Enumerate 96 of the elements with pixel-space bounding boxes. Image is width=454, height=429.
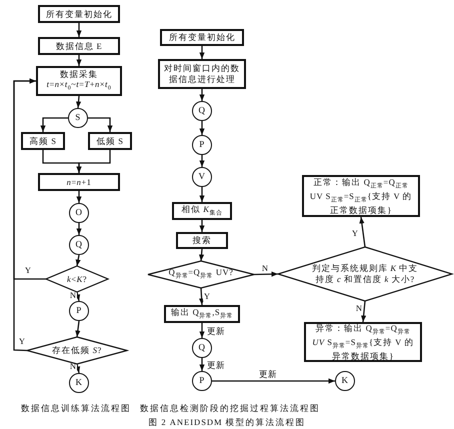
arrow bbox=[199, 89, 205, 101]
node-text: V bbox=[198, 171, 206, 183]
arrow bbox=[76, 254, 81, 266]
connector-circle bbox=[68, 108, 88, 128]
connector-circle bbox=[69, 373, 89, 393]
process-box bbox=[164, 305, 240, 323]
sub-caption: 数据信息检测阶段的挖掘过程算法流程图 bbox=[140, 403, 320, 415]
arrow bbox=[76, 150, 111, 173]
node-text: 低频 S bbox=[96, 136, 124, 146]
arrow bbox=[198, 248, 204, 262]
node-text: P bbox=[199, 375, 205, 387]
arrow bbox=[199, 358, 205, 371]
arrow bbox=[254, 272, 278, 277]
decision-diamond bbox=[278, 247, 452, 301]
node-text: 数据采集 bbox=[60, 68, 98, 80]
edge-label: N bbox=[68, 290, 78, 300]
connector-circle bbox=[192, 101, 212, 121]
node-text: 高频 S bbox=[30, 136, 56, 146]
arrow bbox=[76, 223, 82, 235]
connector-circle bbox=[335, 371, 355, 391]
node-text: P bbox=[199, 139, 205, 151]
edge-label: Y bbox=[350, 228, 360, 238]
process-box bbox=[176, 232, 228, 249]
arrow bbox=[199, 187, 205, 202]
connector-circle bbox=[69, 203, 89, 223]
node-text: 数据信息 E bbox=[56, 40, 102, 52]
process-box bbox=[38, 173, 120, 191]
arrow bbox=[199, 220, 205, 232]
edge-label: N bbox=[260, 264, 270, 272]
node-text: 搜索 bbox=[192, 235, 212, 246]
arrow bbox=[13, 78, 36, 352]
process-box bbox=[21, 132, 65, 150]
node-text: t=n×t$_{0}$~t=T+n×t$_{0}$ bbox=[46, 79, 112, 94]
figure-caption: 图 2 ANEIDSDM 模型的算法流程图 bbox=[148, 417, 306, 429]
node-text: 异常：输出 Q$_{异常}$=Q$_{异常}$ UV S$_{异常}$=S$_{异常}${支持 V 的异常数据项集} bbox=[311, 322, 415, 362]
process-box bbox=[38, 37, 120, 55]
edge-label: 更新 bbox=[206, 360, 226, 370]
node-text: 判定与系统规则库 K 中支持度 c 和置信度 k 大小? bbox=[311, 263, 419, 285]
node-text: K bbox=[76, 377, 82, 389]
arrow bbox=[361, 300, 366, 322]
connector-circle bbox=[192, 338, 212, 358]
process-box bbox=[160, 29, 244, 46]
arrow bbox=[199, 121, 205, 135]
edge-label: 更新 bbox=[206, 326, 226, 336]
decision-diamond bbox=[46, 266, 108, 292]
arrow bbox=[75, 320, 80, 338]
node-text: S bbox=[75, 112, 81, 124]
node-text: 对时间窗口内的数据信息进行处理 bbox=[163, 63, 241, 85]
connector-circle bbox=[192, 371, 212, 391]
node-text: n=n+1 bbox=[66, 176, 92, 188]
edge-label: 更新 bbox=[258, 370, 278, 378]
process-box bbox=[172, 202, 232, 220]
node-text: 正常：输出 Q$_{正常}$=Q$_{正常}$ UV S$_{正常}$=S$_{正常}${支持 V 的正常数据项集} bbox=[308, 176, 414, 216]
process-box bbox=[38, 5, 120, 23]
arrow bbox=[76, 55, 82, 66]
connector-circle bbox=[69, 301, 89, 321]
node-text: 所有变量初始化 bbox=[168, 32, 236, 43]
arrow bbox=[75, 292, 80, 302]
node-text: K bbox=[342, 375, 348, 387]
arrow bbox=[199, 288, 204, 306]
arrow bbox=[88, 117, 113, 132]
arrow bbox=[40, 117, 68, 132]
sub-caption: 数据信息训练算法流程图 bbox=[21, 403, 131, 415]
node-text: 相似 K$_{集合}$ bbox=[182, 204, 222, 218]
process-box bbox=[302, 175, 420, 217]
node-text: Q bbox=[198, 342, 206, 354]
node-text: P bbox=[76, 305, 82, 317]
node-text: Q$_{异常}$=Q$_{异常}$ UV? bbox=[168, 267, 234, 282]
decision-diamond bbox=[27, 337, 127, 364]
process-box bbox=[88, 132, 132, 150]
node-text: 存在低频 S? bbox=[52, 345, 102, 356]
connector-circle bbox=[192, 167, 212, 187]
arrow bbox=[76, 96, 82, 108]
arrow bbox=[199, 323, 205, 338]
edge-label: N bbox=[354, 304, 364, 312]
arrow bbox=[199, 46, 205, 59]
edge-label: Y bbox=[18, 336, 26, 346]
node-text: O bbox=[76, 207, 82, 219]
arrow bbox=[212, 378, 335, 384]
node-text: k<K? bbox=[66, 274, 88, 284]
arrow bbox=[359, 216, 366, 248]
process-box bbox=[158, 59, 246, 89]
process-box bbox=[36, 66, 122, 96]
node-text: Q bbox=[198, 105, 206, 117]
connector-circle bbox=[69, 235, 89, 255]
edge-label: Y bbox=[202, 292, 212, 300]
arrow bbox=[75, 364, 80, 374]
arrow bbox=[199, 155, 205, 167]
arrow bbox=[76, 23, 82, 37]
arrow bbox=[76, 191, 82, 203]
node-text: Q bbox=[76, 239, 82, 251]
decision-diamond bbox=[148, 261, 254, 288]
node-text: 输出 Q$_{异常}$,S$_{异常}$ bbox=[170, 306, 234, 322]
node-text: 所有变量初始化 bbox=[46, 8, 112, 20]
connector-circle bbox=[192, 135, 212, 155]
edge-label: Y bbox=[24, 266, 32, 274]
